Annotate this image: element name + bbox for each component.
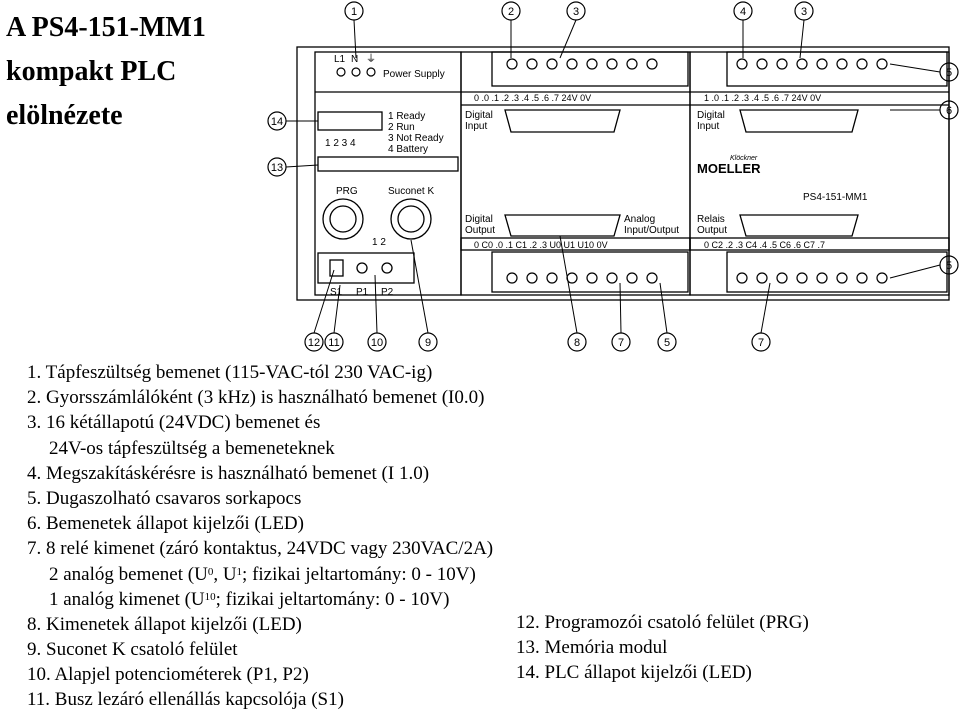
- page-title: A PS4-151-MM1 kompakt PLC elölnézete: [6, 12, 206, 131]
- legend-item: 14. PLC állapot kijelzői (LED): [516, 662, 752, 683]
- legend-item: 24V-os tápfeszültség a bemeneteknek: [49, 437, 335, 459]
- status-label-battery: 4 Battery: [388, 144, 428, 155]
- legend-item: 12. Programozói csatoló felület (PRG): [516, 612, 809, 633]
- input-strip-right: 1 .0 .1 .2 .3 .4 .5 .6 .7 24V 0V: [704, 93, 821, 103]
- status-numbers: 1 2 3 4: [325, 138, 356, 149]
- callout-label: 14: [271, 116, 283, 128]
- status-label-not-ready: 3 Not Ready: [388, 133, 444, 144]
- plc-front-view-diagram: 1 2 3 4 3 5 6 14 13 5 12 11 10 9 8 7 5 7…: [267, 1, 959, 352]
- s1-label: S1: [330, 287, 343, 298]
- prg-label: PRG: [336, 186, 358, 197]
- pe-label: ⏚: [366, 53, 376, 65]
- legend-item: 6. Bemenetek állapot kijelzői (LED): [27, 513, 304, 535]
- legend-item: 8. Kimenetek állapot kijelzői (LED): [27, 613, 302, 635]
- callout-label: 5: [946, 260, 952, 272]
- callout-label: 7: [618, 337, 624, 349]
- brand-logo: MOELLER: [697, 161, 761, 176]
- p2-potentiometer: [381, 262, 393, 274]
- memory-module-slot: [317, 156, 459, 172]
- callout-numbers: 1 2 3 4 3 5 6 14 13 5 12 11 10 9 8 7 5 7: [271, 6, 952, 349]
- legend: 1. Tápfeszültség bemenet (115-VAC-tól 23…: [27, 360, 493, 713]
- callout-label: 7: [758, 337, 764, 349]
- model-label: PS4-151-MM1: [803, 192, 868, 203]
- legend-item: 9. Suconet K csatoló felület: [27, 639, 238, 661]
- callout-label: 4: [740, 6, 746, 18]
- legend-item: 3. 16 kétállapotú (24VDC) bemenet és: [27, 412, 321, 434]
- legend-item: 2. Gyorsszámlálóként (3 kHz) is használh…: [27, 387, 485, 409]
- prg-connector: [322, 198, 364, 240]
- input-module-left: [460, 51, 691, 296]
- suconet-label: Suconet K: [388, 186, 434, 197]
- legend-item: 10. Alapjel potenciométerek (P1, P2): [27, 664, 309, 686]
- legend-item: 5. Dugaszolható csavaros sorkapocs: [27, 487, 302, 509]
- input-strip-left: 0 .0 .1 .2 .3 .4 .5 .6 .7 24V 0V: [474, 93, 591, 103]
- status-label-ready: 1 Ready: [388, 111, 425, 122]
- l1-label: L1: [334, 54, 346, 65]
- callout-label: 3: [801, 6, 807, 18]
- legend-item: 1. Tápfeszültség bemenet (115-VAC-tól 23…: [27, 362, 433, 383]
- power-module: [314, 51, 462, 296]
- legend-item: 11. Busz lezáró ellenállás kapcsolója (S…: [27, 689, 344, 711]
- p1-label: P1: [356, 287, 369, 298]
- power-supply-label: Power Supply: [383, 69, 445, 80]
- output-strip-left: 0 C0 .0 .1 C1 .2 .3 U0 U1 U10 0V: [474, 240, 608, 250]
- legend-item: 7. 8 relé kimenet (záró kontaktus, 24VDC…: [27, 538, 494, 560]
- plc-housing: [296, 46, 950, 301]
- status-label-run: 2 Run: [388, 122, 415, 133]
- callout-label: 11: [328, 337, 339, 349]
- callout-label: 5: [664, 337, 670, 349]
- callout-label: 5: [946, 67, 952, 79]
- legend-item: 13. Memória modul: [516, 637, 668, 658]
- s1-switch: [329, 259, 344, 277]
- legend-analog-out: 1 analóg kimenet (U10; fizikai jeltartom…: [49, 588, 450, 610]
- p1-potentiometer: [356, 262, 368, 274]
- pot-numbers: 1 2: [372, 237, 386, 248]
- callout-label: 1: [351, 6, 357, 18]
- suconet-connector: [390, 198, 432, 240]
- callout-label: 13: [271, 162, 283, 174]
- legend-item: 4. Megszakításkérésre is használható bem…: [27, 462, 430, 484]
- callout-label: 12: [308, 337, 320, 349]
- status-led-box: [317, 111, 383, 131]
- legend-analog-in: 2 analóg bemenet (U0, U1; fizikai jeltar…: [49, 563, 476, 585]
- callout-label: 9: [425, 337, 431, 349]
- callout-label: 3: [573, 6, 579, 18]
- callout-label: 10: [371, 337, 383, 349]
- brand-small: Klöckner: [730, 155, 758, 162]
- callout-label: 2: [508, 6, 514, 18]
- output-strip-right: 0 C2 .2 .3 C4 .4 .5 C6 .6 C7 .7: [704, 240, 825, 250]
- callout-label: 6: [946, 105, 952, 117]
- p2-label: P2: [381, 287, 394, 298]
- callout-label: 8: [574, 337, 580, 349]
- n-label: N: [351, 54, 358, 65]
